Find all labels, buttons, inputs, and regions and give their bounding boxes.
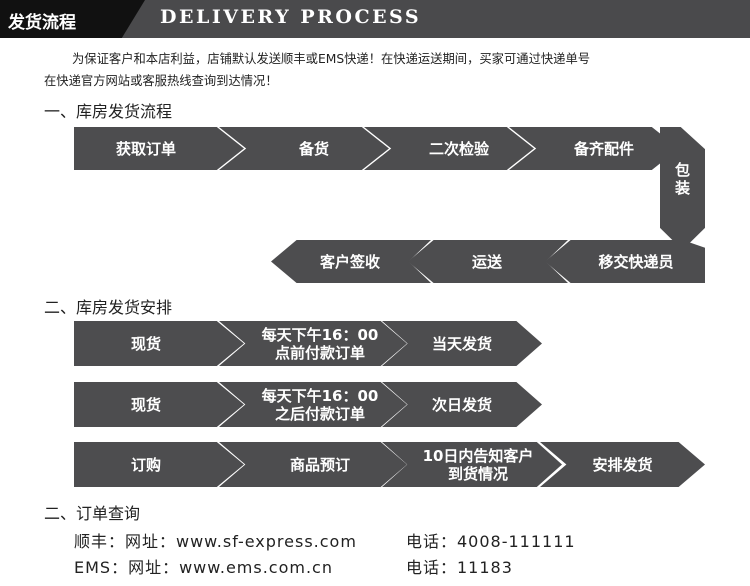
process-step-second-inspection: 二次检验 — [364, 127, 534, 170]
contact-ems: EMS：网址：www.ems.com.cn 电话：11183 — [74, 554, 512, 578]
schedule-label: 之后付款订单 — [274, 404, 365, 423]
schedule-label: 每天下午16：00 — [261, 325, 379, 344]
schedule-label: 现货 — [130, 334, 161, 353]
schedule-label: 现货 — [130, 395, 161, 414]
process-step-accessories: 备齐配件 — [509, 127, 679, 170]
process-step-label-char: 包 — [674, 160, 690, 179]
intro-line-2: 在快递官方网站或客服热线查询到达情况！ — [44, 74, 278, 88]
process-step-label: 客户签收 — [319, 252, 380, 271]
header-title-tab — [0, 0, 145, 38]
process-step-label: 获取订单 — [115, 139, 176, 158]
schedule-arrange-shipping: 安排发货 — [540, 442, 705, 487]
process-step-label: 移交快递员 — [598, 252, 674, 271]
schedule-order: 订购 — [74, 442, 244, 487]
schedule-label: 次日发货 — [431, 395, 492, 414]
header-title-cn: 发货流程 — [8, 13, 76, 33]
process-step-packing: 包 装 — [660, 127, 705, 250]
process-step-label: 运送 — [471, 252, 502, 271]
contact-sf-phone: 电话：4008-111111 — [406, 532, 576, 551]
schedule-in-stock: 现货 — [74, 321, 244, 366]
schedule-label: 订购 — [130, 455, 161, 474]
schedule-same-day: 当天发货 — [382, 321, 542, 366]
section-warehouse-schedule-title: 二、库房发货安排 — [44, 298, 173, 317]
contact-ems-website: EMS：网址：www.ems.com.cn — [74, 558, 333, 577]
process-step-label-char: 装 — [674, 178, 690, 197]
schedule-label: 商品预订 — [289, 455, 350, 474]
process-step-label: 二次检验 — [428, 139, 489, 158]
process-step-label: 备货 — [298, 139, 329, 158]
schedule-next-day: 次日发货 — [382, 382, 542, 427]
process-step-stock: 备货 — [219, 127, 389, 170]
section-order-query-title: 二、订单查询 — [44, 504, 141, 523]
schedule-cutoff-before: 每天下午16：00 点前付款订单 — [219, 321, 407, 366]
schedule-label: 当天发货 — [431, 334, 492, 353]
process-step-label: 备齐配件 — [573, 139, 634, 158]
schedule-in-stock-2: 现货 — [74, 382, 244, 427]
contact-sf-website: 顺丰：网址：www.sf-express.com — [74, 532, 357, 551]
process-step-customer-sign: 客户签收 — [271, 240, 431, 283]
header-title-en: DELIVERY PROCESS — [160, 6, 422, 28]
contact-ems-phone: 电话：11183 — [406, 558, 513, 577]
schedule-cutoff-after: 每天下午16：00 之后付款订单 — [219, 382, 407, 427]
schedule-label: 每天下午16：00 — [261, 386, 379, 405]
contact-sf: 顺丰：网址：www.sf-express.com 电话：4008-111111 — [74, 528, 575, 552]
schedule-label: 点前付款订单 — [274, 343, 365, 362]
schedule-notify-customer: 10日内告知客户 到货情况 — [382, 442, 562, 487]
schedule-label: 安排发货 — [592, 455, 653, 474]
header-banner: 发货流程 DELIVERY PROCESS — [0, 0, 750, 38]
process-step-get-order: 获取订单 — [74, 127, 244, 170]
schedule-label: 10日内告知客户 — [422, 446, 534, 465]
schedule-label: 到货情况 — [447, 464, 508, 483]
process-step-transport: 运送 — [408, 240, 568, 283]
schedule-preorder: 商品预订 — [219, 442, 407, 487]
section-warehouse-process-title: 一、库房发货流程 — [44, 102, 173, 121]
intro-text: 为保证客户和本店利益，店铺默认发送顺丰或EMS快递！在快递运送期间，买家可通过快… — [44, 48, 724, 92]
intro-line-1: 为保证客户和本店利益，店铺默认发送顺丰或EMS快递！在快递运送期间，买家可通过快… — [72, 52, 591, 66]
process-step-handover-courier: 移交快递员 — [545, 240, 705, 283]
